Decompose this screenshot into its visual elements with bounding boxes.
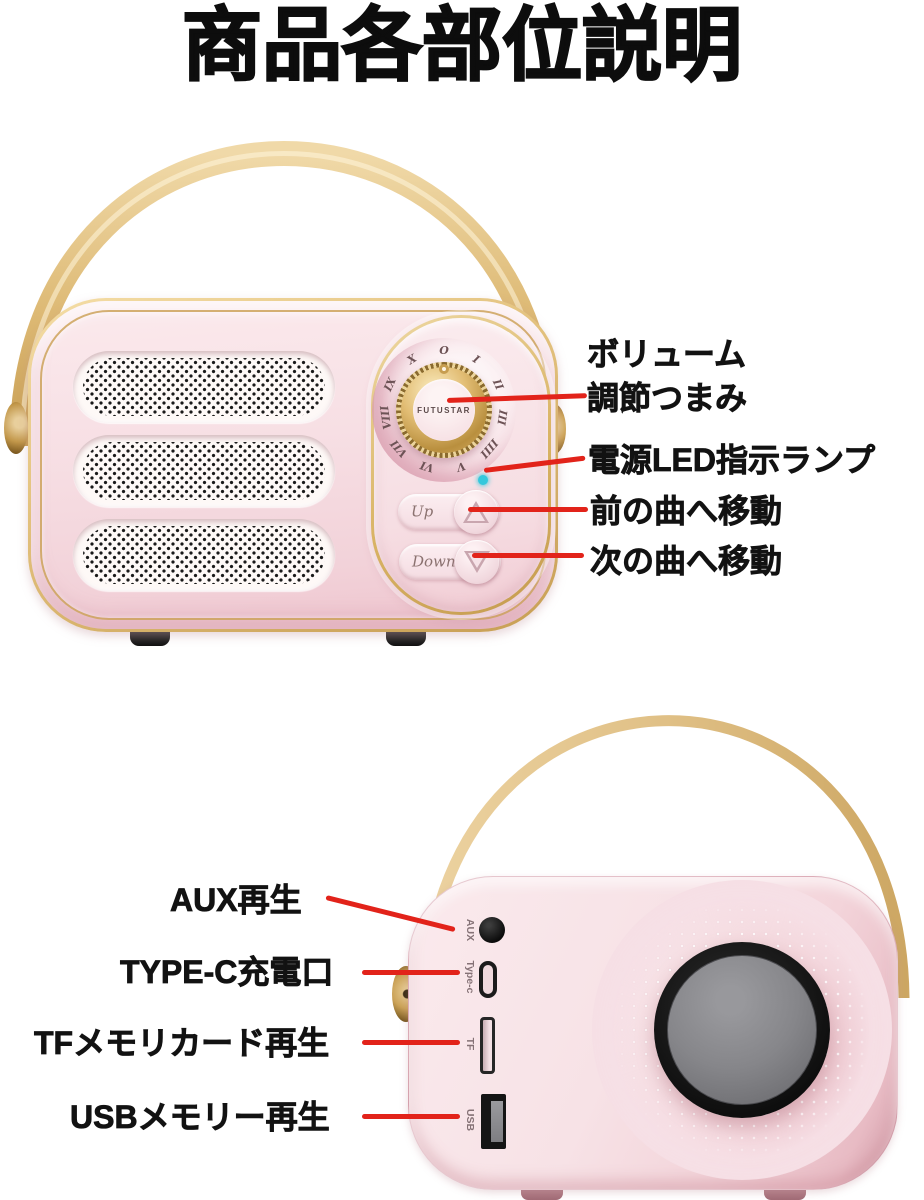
speaker-grille	[73, 519, 335, 591]
up-button[interactable]	[454, 490, 498, 534]
callout-line-typec	[362, 970, 460, 975]
knob-face: FUTUSTAR	[413, 379, 475, 441]
callout-line-prev	[468, 507, 588, 512]
volume-knob[interactable]: FUTUSTAR	[396, 362, 492, 458]
callout-next: 次の曲へ移動	[590, 543, 783, 580]
aux-port-label: AUX	[464, 918, 476, 942]
bass-radiator-cone	[667, 955, 817, 1105]
down-label: Down	[412, 552, 456, 571]
callout-line-next	[472, 553, 584, 558]
up-label: Up	[411, 502, 434, 521]
callout-tf: TFメモリカード再生	[34, 1025, 330, 1062]
down-button[interactable]	[455, 540, 499, 584]
grille-dot-pattern	[83, 358, 325, 416]
speaker-grille	[73, 351, 335, 423]
grille-dot-pattern	[83, 442, 325, 500]
page-title: 商品各部位説明	[181, 0, 743, 91]
tf-card-slot[interactable]	[480, 1017, 495, 1074]
aux-jack[interactable]	[479, 917, 505, 943]
knob-indicator-dot	[439, 364, 449, 374]
callout-aux: AUX再生	[170, 882, 302, 919]
callout-line-usb	[362, 1114, 460, 1119]
triangle-up-icon	[463, 501, 489, 523]
callout-volume-line2: 調節つまみ	[587, 380, 748, 417]
down-button-group: Down	[399, 540, 501, 584]
usb-tongue	[491, 1101, 503, 1142]
handle-rivet	[4, 402, 28, 454]
callout-volume: ボリューム 調節つまみ	[587, 332, 748, 420]
speaker-grille	[73, 435, 335, 507]
callout-prev: 前の曲へ移動	[590, 493, 783, 530]
callout-line-tf	[362, 1040, 460, 1045]
callout-typec: TYPE-C充電口	[120, 954, 334, 991]
typec-port[interactable]	[479, 961, 497, 998]
callout-usb: USBメモリー再生	[70, 1099, 330, 1136]
usb-port[interactable]	[481, 1094, 506, 1149]
up-button-group: Up	[398, 490, 500, 534]
brand-label: FUTUSTAR	[417, 405, 471, 415]
callout-volume-line1: ボリューム	[587, 336, 747, 373]
usb-port-label: USB	[464, 1108, 476, 1132]
callout-led: 電源LED指示ランプ	[588, 442, 876, 479]
power-led	[478, 475, 488, 485]
tf-slot-label: TF	[464, 1037, 476, 1051]
typec-port-label: Type-c	[464, 960, 476, 994]
grille-dot-pattern	[83, 526, 325, 584]
dial-numeral: O	[439, 344, 449, 357]
